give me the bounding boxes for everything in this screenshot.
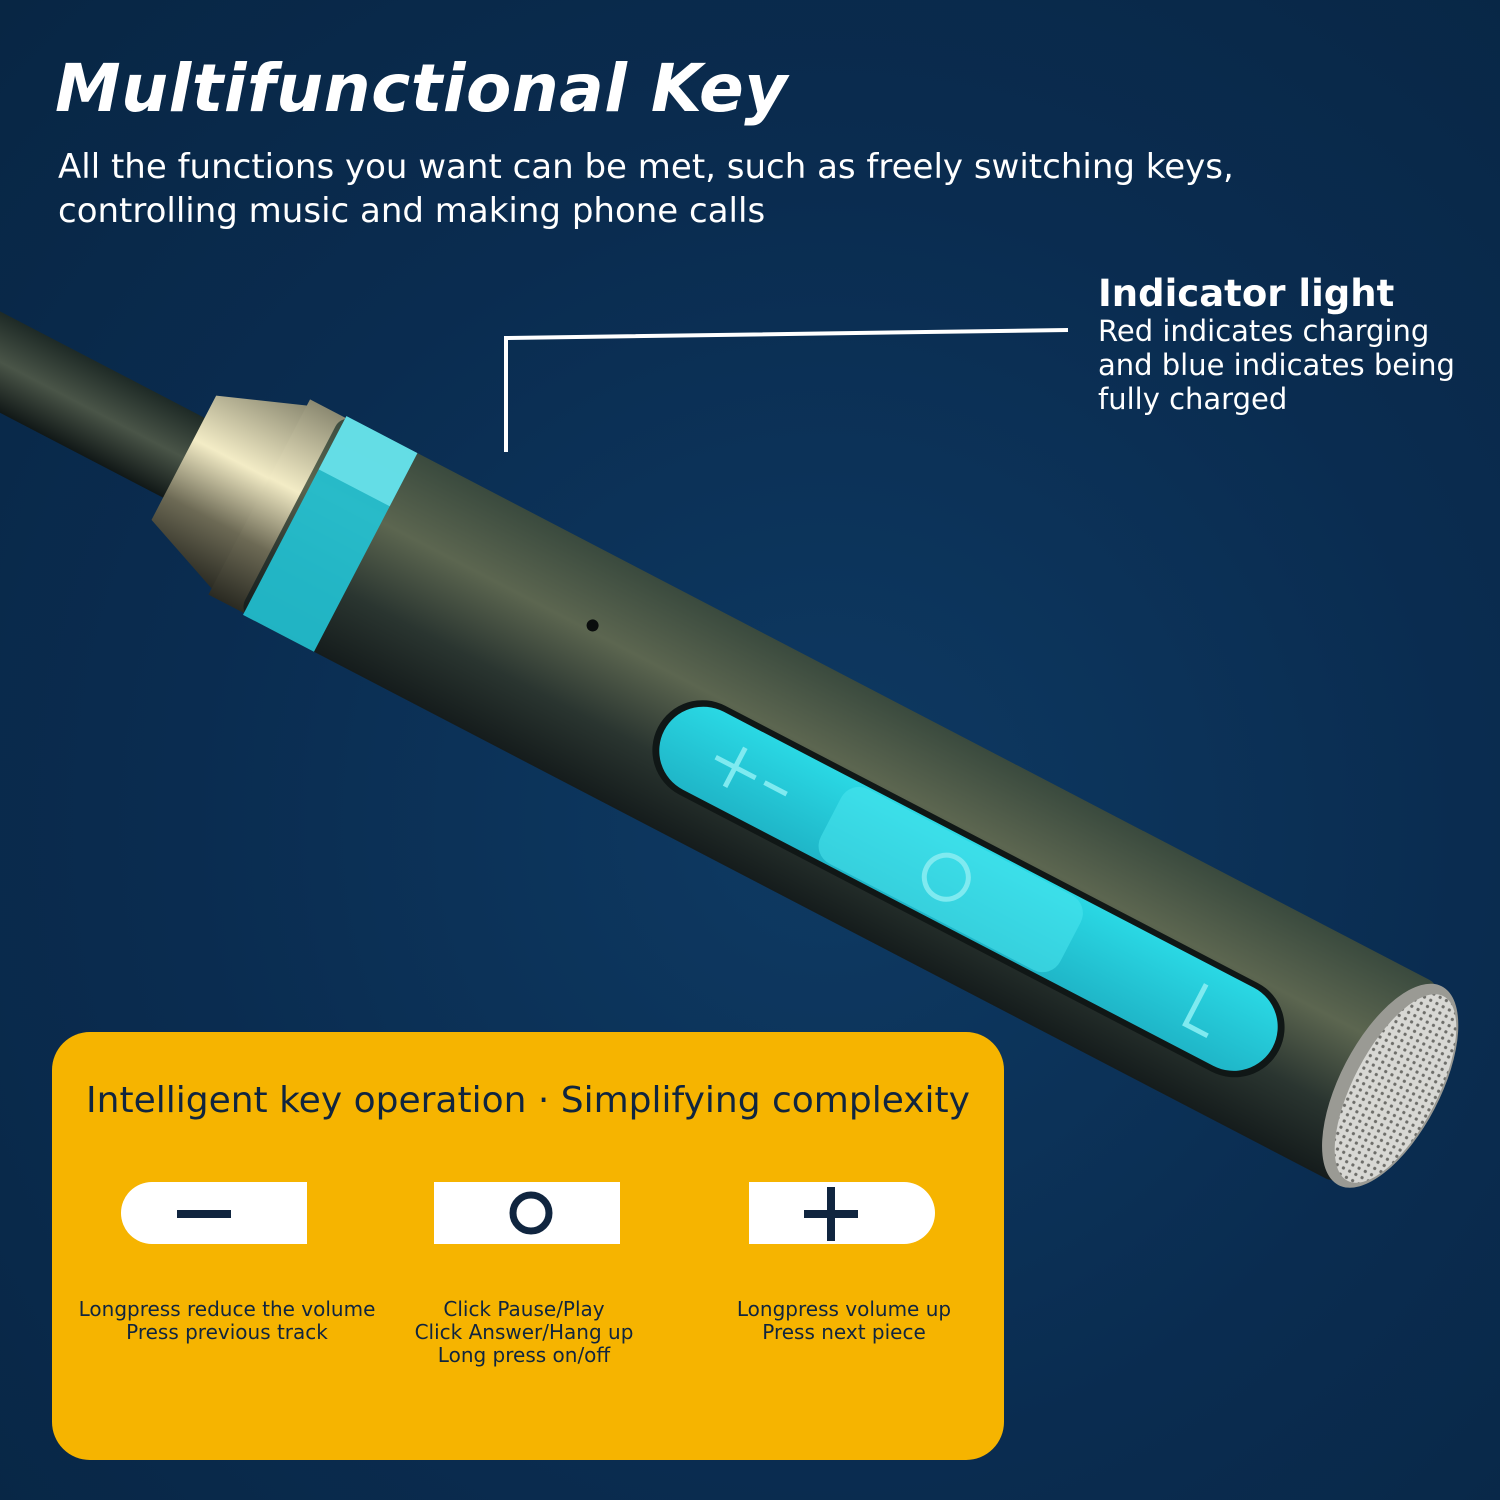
circle-key-description: Click Pause/Play Click Answer/Hang up Lo… bbox=[364, 1298, 684, 1367]
key-operation-panel: Intelligent key operation · Simplifying … bbox=[52, 1032, 1004, 1460]
indicator-description-line: Red indicates charging bbox=[1098, 314, 1430, 348]
minus-key bbox=[121, 1182, 307, 1244]
description-line: Longpress volume up bbox=[736, 1297, 952, 1321]
description-line: Click Pause/Play bbox=[443, 1297, 605, 1321]
page-title: Multifunctional Key bbox=[55, 50, 788, 127]
plus-icon bbox=[804, 1187, 858, 1241]
minus-icon bbox=[177, 1210, 231, 1218]
circle-icon bbox=[509, 1191, 553, 1235]
description-line: Press next piece bbox=[762, 1320, 926, 1344]
minus-key-description: Longpress reduce the volume Press previo… bbox=[67, 1298, 387, 1344]
description-line: Longpress reduce the volume bbox=[78, 1297, 376, 1321]
page-subtitle: All the functions you want can be met, s… bbox=[58, 147, 1234, 231]
indicator-description: Red indicates charging and blue indicate… bbox=[1098, 314, 1478, 416]
circle-key bbox=[434, 1182, 620, 1244]
description-line: Long press on/off bbox=[437, 1343, 611, 1367]
indicator-title: Indicator light bbox=[1098, 272, 1395, 315]
panel-title: Intelligent key operation · Simplifying … bbox=[86, 1080, 970, 1121]
description-line: Click Answer/Hang up bbox=[414, 1320, 634, 1344]
plus-key bbox=[749, 1182, 935, 1244]
plus-key-description: Longpress volume up Press next piece bbox=[684, 1298, 1004, 1344]
description-line: Press previous track bbox=[126, 1320, 328, 1344]
indicator-callout-line bbox=[504, 328, 1069, 452]
indicator-description-line: and blue indicates being bbox=[1098, 348, 1455, 382]
indicator-description-line: fully charged bbox=[1098, 382, 1288, 416]
